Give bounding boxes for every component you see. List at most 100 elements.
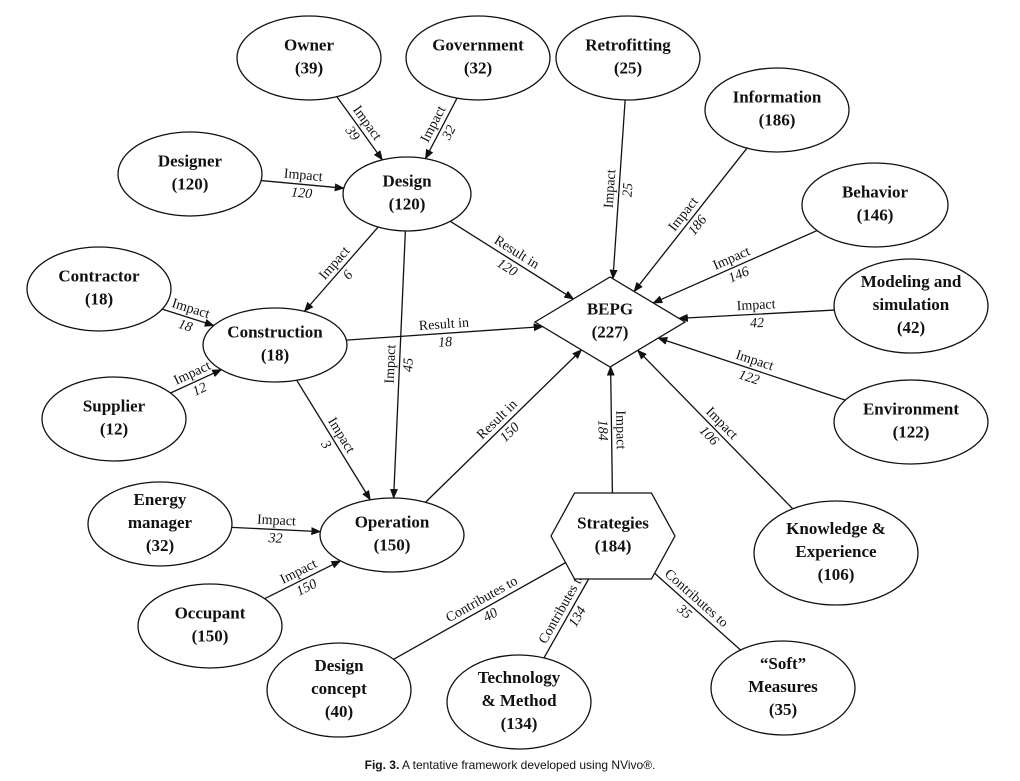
node-shape-occupant [137,583,283,669]
node-label-line: Modeling and [861,272,962,291]
edge-arrow-operation-to-bepg [425,349,583,503]
node-government: Government(32) [405,15,551,101]
node-shape-information [704,67,850,153]
edge-arrow-design_concept-to-strategies [393,554,580,660]
node-label-line: (18) [261,345,289,364]
node-label-line: Supplier [83,396,146,415]
node-label-line: manager [128,513,193,532]
node-environment: Environment(122) [833,379,989,465]
node-label-line: Energy [134,490,187,509]
node-shape-soft_measures [710,640,856,736]
edge-weight: 25 [621,183,637,198]
node-label-line: (134) [501,714,538,733]
node-retrofitting: Retrofitting(25) [555,15,701,101]
edge-arrow-design-to-bepg [449,220,575,300]
edge-weight: 32 [267,531,283,547]
node-label-line: (106) [818,565,855,584]
node-label-line: & Method [481,691,557,710]
node-shape-government [405,15,551,101]
edge-relation: Impact [283,167,323,186]
node-strategies: Strategies(184) [550,492,676,580]
node-label-line: (40) [325,702,353,721]
edge-arrow-modeling-to-bepg [677,309,835,322]
node-design: Design (120) [342,156,472,232]
edge-arrow-design-to-construction [303,226,379,313]
node-shape-supplier [41,376,187,462]
node-label-line: Design [382,171,432,190]
edge-relation: Impact [612,410,628,449]
node-label-line: (39) [295,58,323,77]
edge-arrow-contractor-to-construction [162,308,215,327]
edge-weight: 18 [438,335,453,351]
caption-label: Fig. 3. [364,758,400,772]
node-shape-design [342,156,472,232]
edge-arrow-design-to-operation [390,230,407,500]
edge-arrow-supplier-to-construction [170,369,223,394]
node-label-line: simulation [873,295,950,314]
node-label-line: Design [314,656,364,675]
node-label-line: Information [733,87,822,106]
node-label-line: Measures [748,677,818,696]
edge-arrow-occupant-to-operation [264,560,342,600]
node-label-line: (12) [100,419,128,438]
edge-weight: 120 [290,185,312,202]
edge-arrow-information-to-bepg [633,147,748,293]
node-behavior: Behavior(146) [801,162,949,248]
node-label-line: concept [311,679,367,698]
edge-relation: Impact [736,297,776,314]
edge-relation: Contributes to [444,574,521,626]
edge-arrow-behavior-to-bepg [652,229,818,304]
node-label-line: (42) [897,318,925,337]
node-label-line: (120) [172,174,209,193]
node-label-line: (122) [893,422,930,441]
node-label-line: (120) [389,194,426,213]
node-label-line: Owner [284,35,335,54]
node-label-line: “Soft” [760,654,806,673]
edge-weight: 18 [176,317,194,336]
edge-arrow-construction-to-bepg [346,323,544,341]
node-label-line: (25) [614,58,642,77]
node-label-line: Experience [795,542,877,561]
node-label-line: Occupant [175,603,246,622]
node-label-line: (150) [192,626,229,645]
node-shape-construction [202,307,348,383]
nodes-layer: Owner(39)Government(32)Retrofitting(25)I… [26,15,989,750]
node-shape-contractor [26,246,172,332]
edge-arrow-technology-to-strategies [543,566,597,659]
node-label-line: Knowledge & [786,519,886,538]
node-label-line: (32) [464,58,492,77]
caption-text: A tentative framework developed using NV… [399,758,656,772]
node-shape-strategies [550,492,676,580]
node-label-line: Technology [478,668,561,687]
edge-weight: 122 [736,368,761,389]
edge-relation: Contributes to [661,567,730,631]
node-contractor: Contractor (18) [26,246,172,332]
node-bepg: BEPG(227) [533,276,687,368]
edge-weight: 35 [673,601,694,622]
node-label-line: Operation [355,512,430,531]
node-label-line: Contractor [58,266,140,285]
node-label-line: (35) [769,700,797,719]
node-shape-technology [446,654,592,750]
edge-relation: Result in [418,316,469,334]
node-soft_measures: “Soft” Measures (35) [710,640,856,736]
node-knowledge: Knowledge & Experience (106) [753,500,919,606]
edge-weight: 184 [594,420,609,441]
node-label-line: BEPG [587,299,633,318]
edge-relation: Impact [257,513,297,530]
edge-weight: 3 [317,437,334,452]
node-shape-behavior [801,162,949,248]
node-label-line: Behavior [842,182,909,201]
node-shape-design_concept [266,642,412,738]
edge-weight: 45 [401,358,417,373]
node-label-line: (18) [85,289,113,308]
edge-arrow-retrofitting-to-bepg [609,99,626,280]
edge-weight: 12 [190,380,209,399]
edge-relation: Impact [383,344,400,384]
